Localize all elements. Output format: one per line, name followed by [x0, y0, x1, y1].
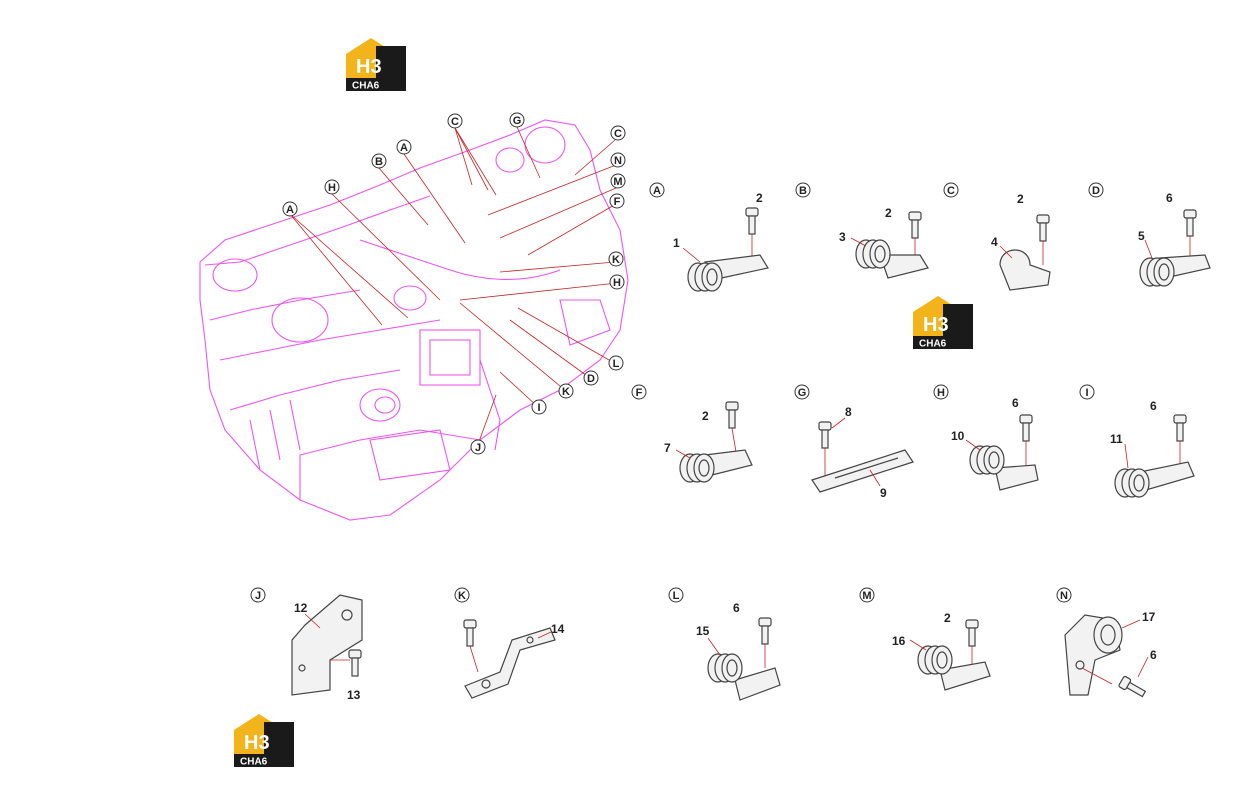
- logo-bottom-text: CHA6: [240, 757, 268, 768]
- part-number: 6: [1150, 399, 1157, 413]
- svg-text:A: A: [400, 142, 408, 154]
- detail-group-m: M 2 16: [859, 587, 991, 691]
- part-number: 13: [347, 688, 361, 702]
- group-letter: I: [1085, 387, 1088, 399]
- part-number: 2: [1017, 192, 1024, 206]
- engine-callout-h1: H: [324, 179, 340, 195]
- part-number: 14: [551, 622, 565, 636]
- logo-top-text: H3: [923, 314, 949, 336]
- part-number: 3: [839, 230, 846, 244]
- part-number: 12: [294, 601, 308, 615]
- group-letter: K: [458, 590, 466, 602]
- engine-callouts: C G A C B N M H A F K H L D K I J: [282, 112, 626, 455]
- group-letter: L: [673, 590, 680, 602]
- svg-text:C: C: [451, 116, 459, 128]
- part-number: 15: [696, 624, 710, 638]
- engine-callout-b: B: [371, 153, 387, 169]
- svg-text:B: B: [375, 156, 383, 168]
- part-number: 17: [1142, 610, 1156, 624]
- engine-callout-i: I: [531, 399, 547, 415]
- detail-group-i: I 6 11: [1079, 384, 1195, 498]
- svg-text:D: D: [587, 373, 595, 385]
- engine-callout-d: D: [583, 370, 599, 386]
- engine-callout-f: F: [609, 193, 625, 209]
- group-letter: C: [947, 185, 955, 197]
- part-number: 9: [880, 486, 887, 500]
- detail-group-l: L 6 15: [668, 587, 781, 701]
- logo-bottom-text: CHA6: [352, 81, 380, 92]
- part-number: 6: [1166, 191, 1173, 205]
- detail-group-g: G 8 9: [794, 384, 914, 500]
- part-number: 11: [1110, 432, 1123, 446]
- group-letter: J: [255, 590, 261, 602]
- part-number: 2: [756, 191, 763, 205]
- part-number: 6: [1012, 396, 1019, 410]
- part-number: 4: [991, 235, 998, 249]
- part-number: 10: [951, 429, 965, 443]
- part-number: 5: [1138, 229, 1145, 243]
- svg-text:J: J: [475, 442, 481, 454]
- engine-callout-a1: A: [396, 139, 412, 155]
- engine-callout-a2: A: [282, 201, 298, 217]
- svg-text:L: L: [613, 358, 620, 370]
- detail-group-h: H 6 10: [933, 384, 1039, 491]
- brand-logo: H3 CHA6: [346, 38, 406, 92]
- group-letter: H: [937, 387, 945, 399]
- svg-text:F: F: [614, 196, 621, 208]
- detail-group-d: D 6 5: [1088, 182, 1211, 287]
- group-letter: A: [653, 185, 661, 197]
- part-number: 2: [702, 409, 709, 423]
- svg-text:K: K: [562, 386, 570, 398]
- logo-top-text: H3: [244, 732, 270, 754]
- engine-callout-c1: C: [447, 113, 463, 129]
- brand-logo: H3 CHA6: [234, 714, 294, 768]
- engine-callout-m: M: [610, 173, 626, 189]
- svg-text:H: H: [328, 182, 336, 194]
- engine-callout-h2: H: [609, 274, 625, 290]
- detail-group-a: A 2 1: [649, 182, 769, 292]
- detail-group-k: K 14: [454, 587, 565, 699]
- engine-callout-j: J: [470, 439, 486, 455]
- part-number: 8: [845, 405, 852, 419]
- group-letter: N: [1060, 590, 1068, 602]
- part-number: 6: [1150, 648, 1157, 662]
- part-number: 2: [885, 206, 892, 220]
- svg-text:M: M: [613, 176, 622, 188]
- svg-text:A: A: [286, 204, 294, 216]
- engine-leader-lines: [289, 126, 618, 448]
- svg-text:C: C: [614, 128, 622, 140]
- engine-callout-l: L: [608, 355, 624, 371]
- svg-text:I: I: [537, 402, 540, 414]
- engine-callout-n: N: [610, 152, 626, 168]
- engine-callout-k2: K: [558, 383, 574, 399]
- group-letter: M: [862, 590, 871, 602]
- part-number: 7: [664, 441, 671, 455]
- part-number: 6: [733, 601, 740, 615]
- engine-callout-g: G: [509, 112, 525, 128]
- detail-group-j: J 12 13: [250, 587, 363, 702]
- engine-illustration: [199, 119, 629, 521]
- engine-callout-c2: C: [610, 125, 626, 141]
- part-number: 1: [673, 236, 680, 250]
- engine-callout-k1: K: [608, 251, 624, 267]
- part-number: 16: [892, 634, 906, 648]
- detail-group-c: C 2 4: [943, 182, 1051, 291]
- svg-text:G: G: [513, 115, 522, 127]
- group-letter: F: [636, 387, 643, 399]
- group-letter: B: [799, 185, 807, 197]
- logo-bottom-text: CHA6: [919, 339, 947, 350]
- group-letter: G: [798, 387, 807, 399]
- logo-top-text: H3: [356, 56, 382, 78]
- detail-group-n: N 17 6: [1056, 587, 1157, 700]
- svg-text:N: N: [614, 155, 622, 167]
- svg-text:H: H: [613, 277, 621, 289]
- detail-group-f: F 2 7: [631, 384, 753, 483]
- svg-text:K: K: [612, 254, 620, 266]
- part-number: 2: [944, 611, 951, 625]
- detail-group-b: B 2 3: [795, 182, 929, 279]
- brand-logo: H3 CHA6: [913, 296, 973, 350]
- group-letter: D: [1092, 185, 1100, 197]
